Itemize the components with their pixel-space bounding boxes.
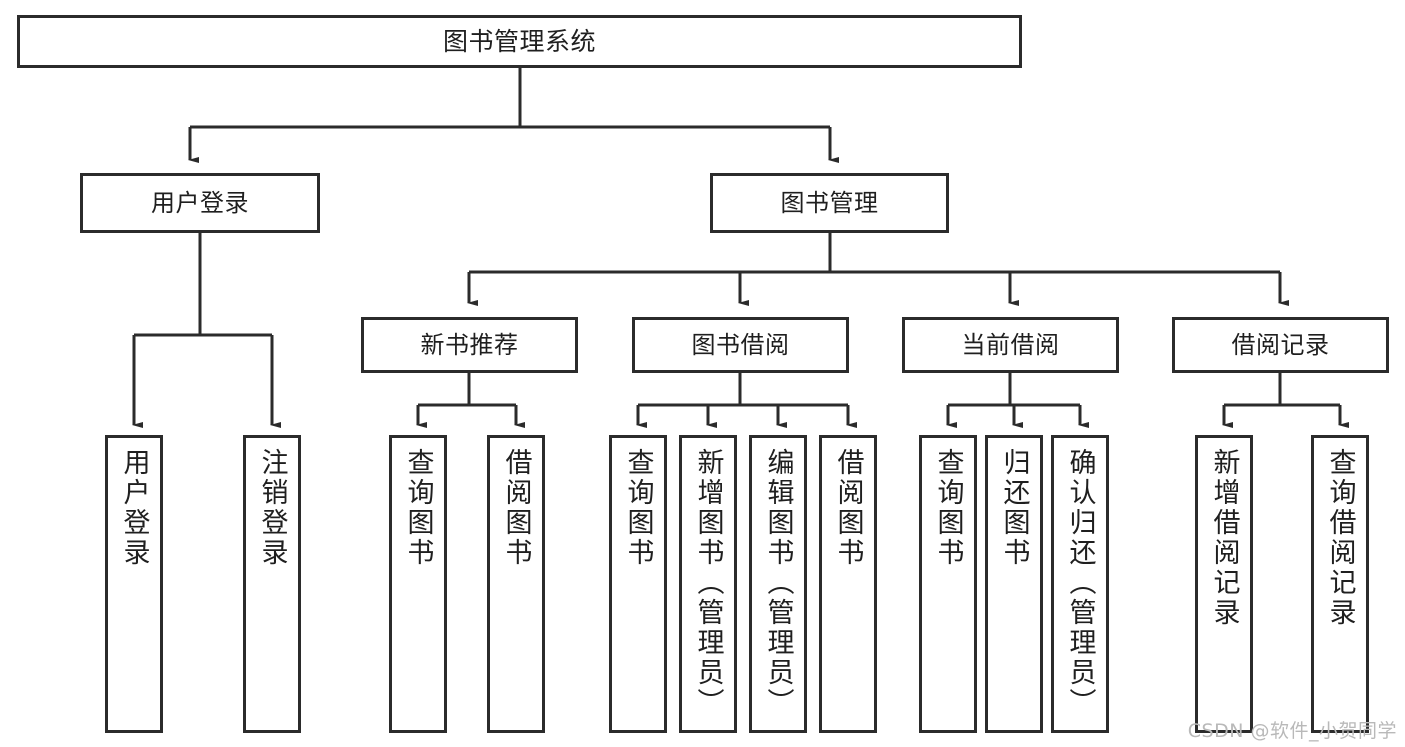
node-leaf-add-record[interactable]: 新增借阅记录 xyxy=(1195,435,1253,733)
node-root[interactable]: 图书管理系统 xyxy=(17,15,1022,68)
node-leaf-edit-book-label: 编辑图书（管理员） xyxy=(762,448,794,718)
node-current-borrow-label: 当前借阅 xyxy=(961,330,1060,359)
node-leaf-query-book-1-label: 查询图书 xyxy=(402,448,434,568)
node-leaf-user-login[interactable]: 用户登录 xyxy=(105,435,163,733)
node-leaf-query-book-2[interactable]: 查询图书 xyxy=(609,435,667,733)
node-leaf-logout-login-label: 注销登录 xyxy=(256,448,288,568)
node-book-manage[interactable]: 图书管理 xyxy=(710,173,949,233)
node-leaf-edit-book[interactable]: 编辑图书（管理员） xyxy=(749,435,807,733)
node-leaf-add-book-label: 新增图书（管理员） xyxy=(692,448,724,718)
node-book-manage-label: 图书管理 xyxy=(780,188,879,217)
node-leaf-add-book[interactable]: 新增图书（管理员） xyxy=(679,435,737,733)
node-user-login[interactable]: 用户登录 xyxy=(80,173,320,233)
node-leaf-query-book-3-label: 查询图书 xyxy=(932,448,964,568)
node-leaf-query-book-2-label: 查询图书 xyxy=(622,448,654,568)
node-book-borrow[interactable]: 图书借阅 xyxy=(632,317,849,373)
node-leaf-borrow-book-2[interactable]: 借阅图书 xyxy=(819,435,877,733)
node-leaf-add-record-label: 新增借阅记录 xyxy=(1208,448,1240,628)
node-leaf-query-book-3[interactable]: 查询图书 xyxy=(919,435,977,733)
node-user-login-label: 用户登录 xyxy=(151,188,249,217)
node-leaf-query-book-1[interactable]: 查询图书 xyxy=(389,435,447,733)
node-leaf-return-book-label: 归还图书 xyxy=(998,448,1030,568)
node-leaf-return-book[interactable]: 归还图书 xyxy=(985,435,1043,733)
node-borrow-record[interactable]: 借阅记录 xyxy=(1172,317,1389,373)
node-leaf-borrow-book-1-label: 借阅图书 xyxy=(500,448,532,568)
node-new-book-recommend-label: 新书推荐 xyxy=(420,330,519,359)
node-leaf-borrow-book-2-label: 借阅图书 xyxy=(832,448,864,568)
node-root-label: 图书管理系统 xyxy=(442,26,596,56)
node-leaf-query-record[interactable]: 查询借阅记录 xyxy=(1311,435,1369,733)
node-leaf-user-login-label: 用户登录 xyxy=(118,448,150,568)
node-new-book-recommend[interactable]: 新书推荐 xyxy=(361,317,578,373)
node-leaf-borrow-book-1[interactable]: 借阅图书 xyxy=(487,435,545,733)
node-leaf-confirm-return[interactable]: 确认归还（管理员） xyxy=(1051,435,1109,733)
node-leaf-query-record-label: 查询借阅记录 xyxy=(1324,448,1356,628)
node-leaf-confirm-return-label: 确认归还（管理员） xyxy=(1064,448,1096,718)
node-current-borrow[interactable]: 当前借阅 xyxy=(902,317,1119,373)
node-borrow-record-label: 借阅记录 xyxy=(1231,330,1330,359)
node-leaf-logout-login[interactable]: 注销登录 xyxy=(243,435,301,733)
node-book-borrow-label: 图书借阅 xyxy=(691,330,790,359)
